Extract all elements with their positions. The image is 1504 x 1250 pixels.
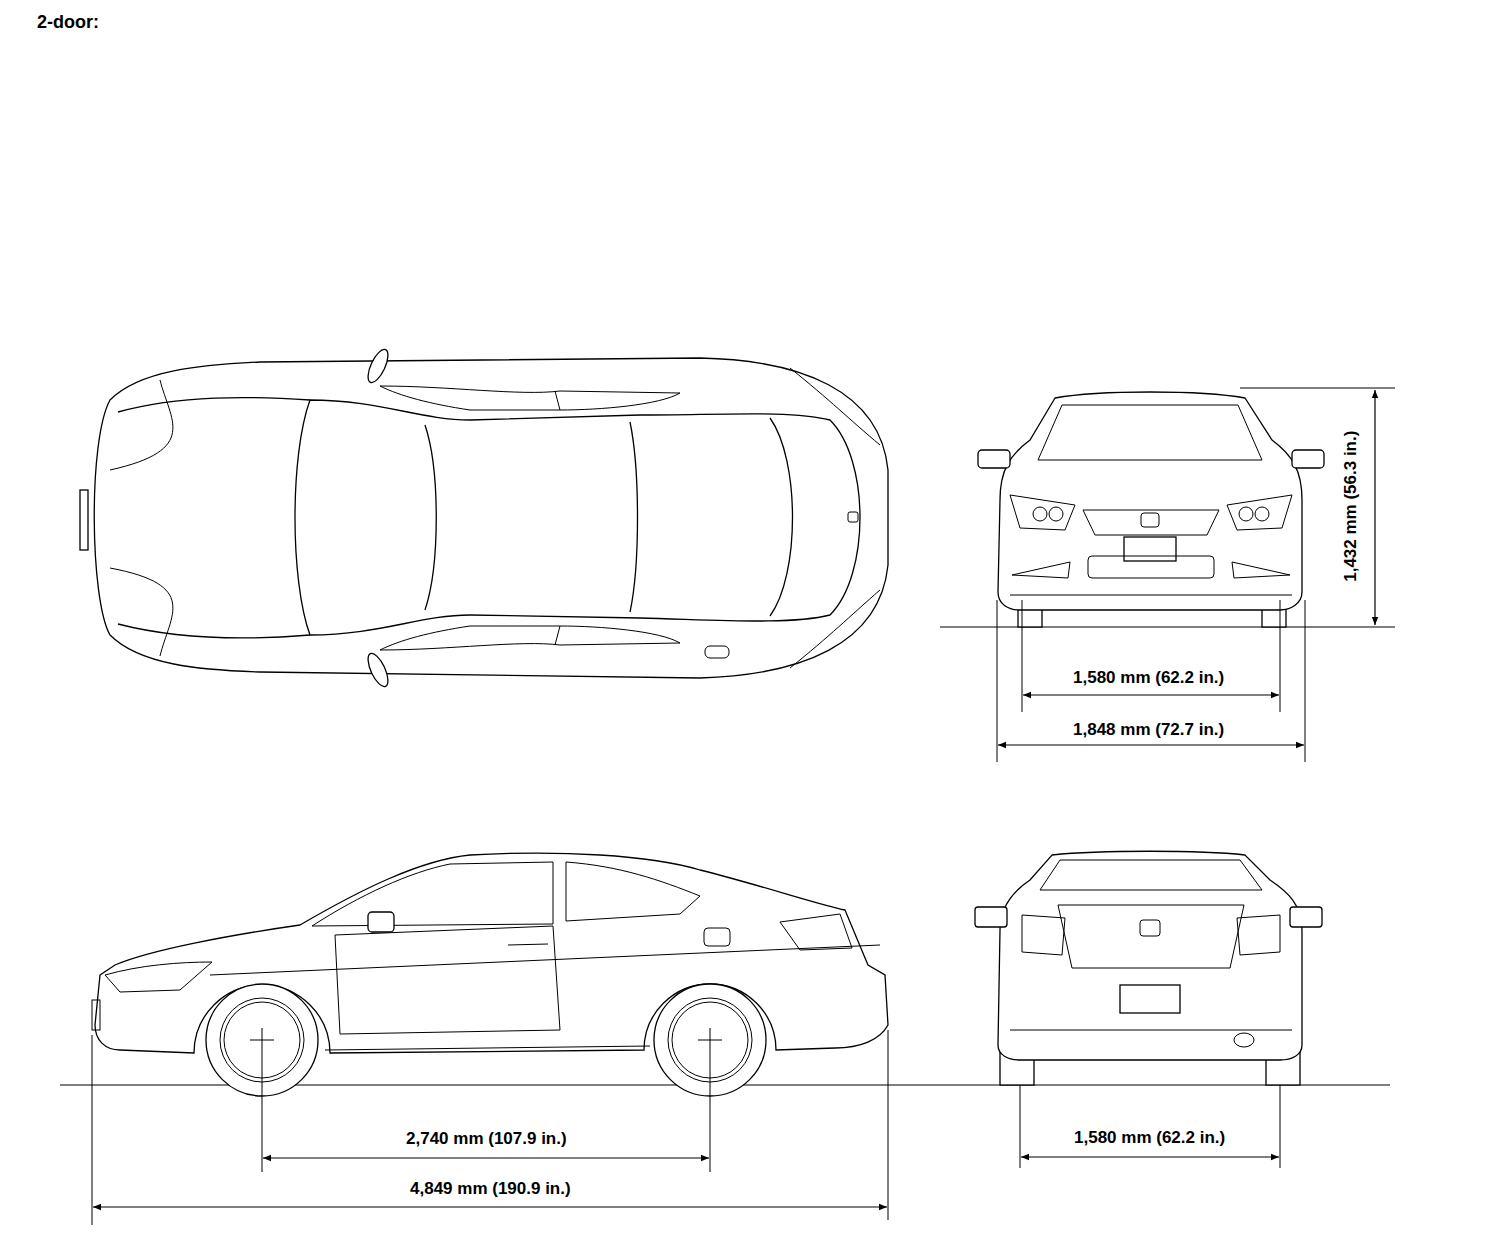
- page-title: 2-door:: [37, 12, 99, 33]
- dimension-label: 1,580 mm (62.2 in.): [1071, 1128, 1228, 1148]
- dimension-label: 1,580 mm (62.2 in.): [1070, 668, 1227, 688]
- dimension-label: 1,432 mm (56.3 in.): [1341, 428, 1361, 585]
- top-view: [80, 347, 888, 690]
- dimension-label: 2,740 mm (107.9 in.): [403, 1129, 570, 1149]
- dimension-label: 1,848 mm (72.7 in.): [1070, 720, 1227, 740]
- front-view: [940, 388, 1395, 762]
- rear-view: [975, 851, 1322, 1168]
- dimension-label: 4,849 mm (190.9 in.): [407, 1179, 574, 1199]
